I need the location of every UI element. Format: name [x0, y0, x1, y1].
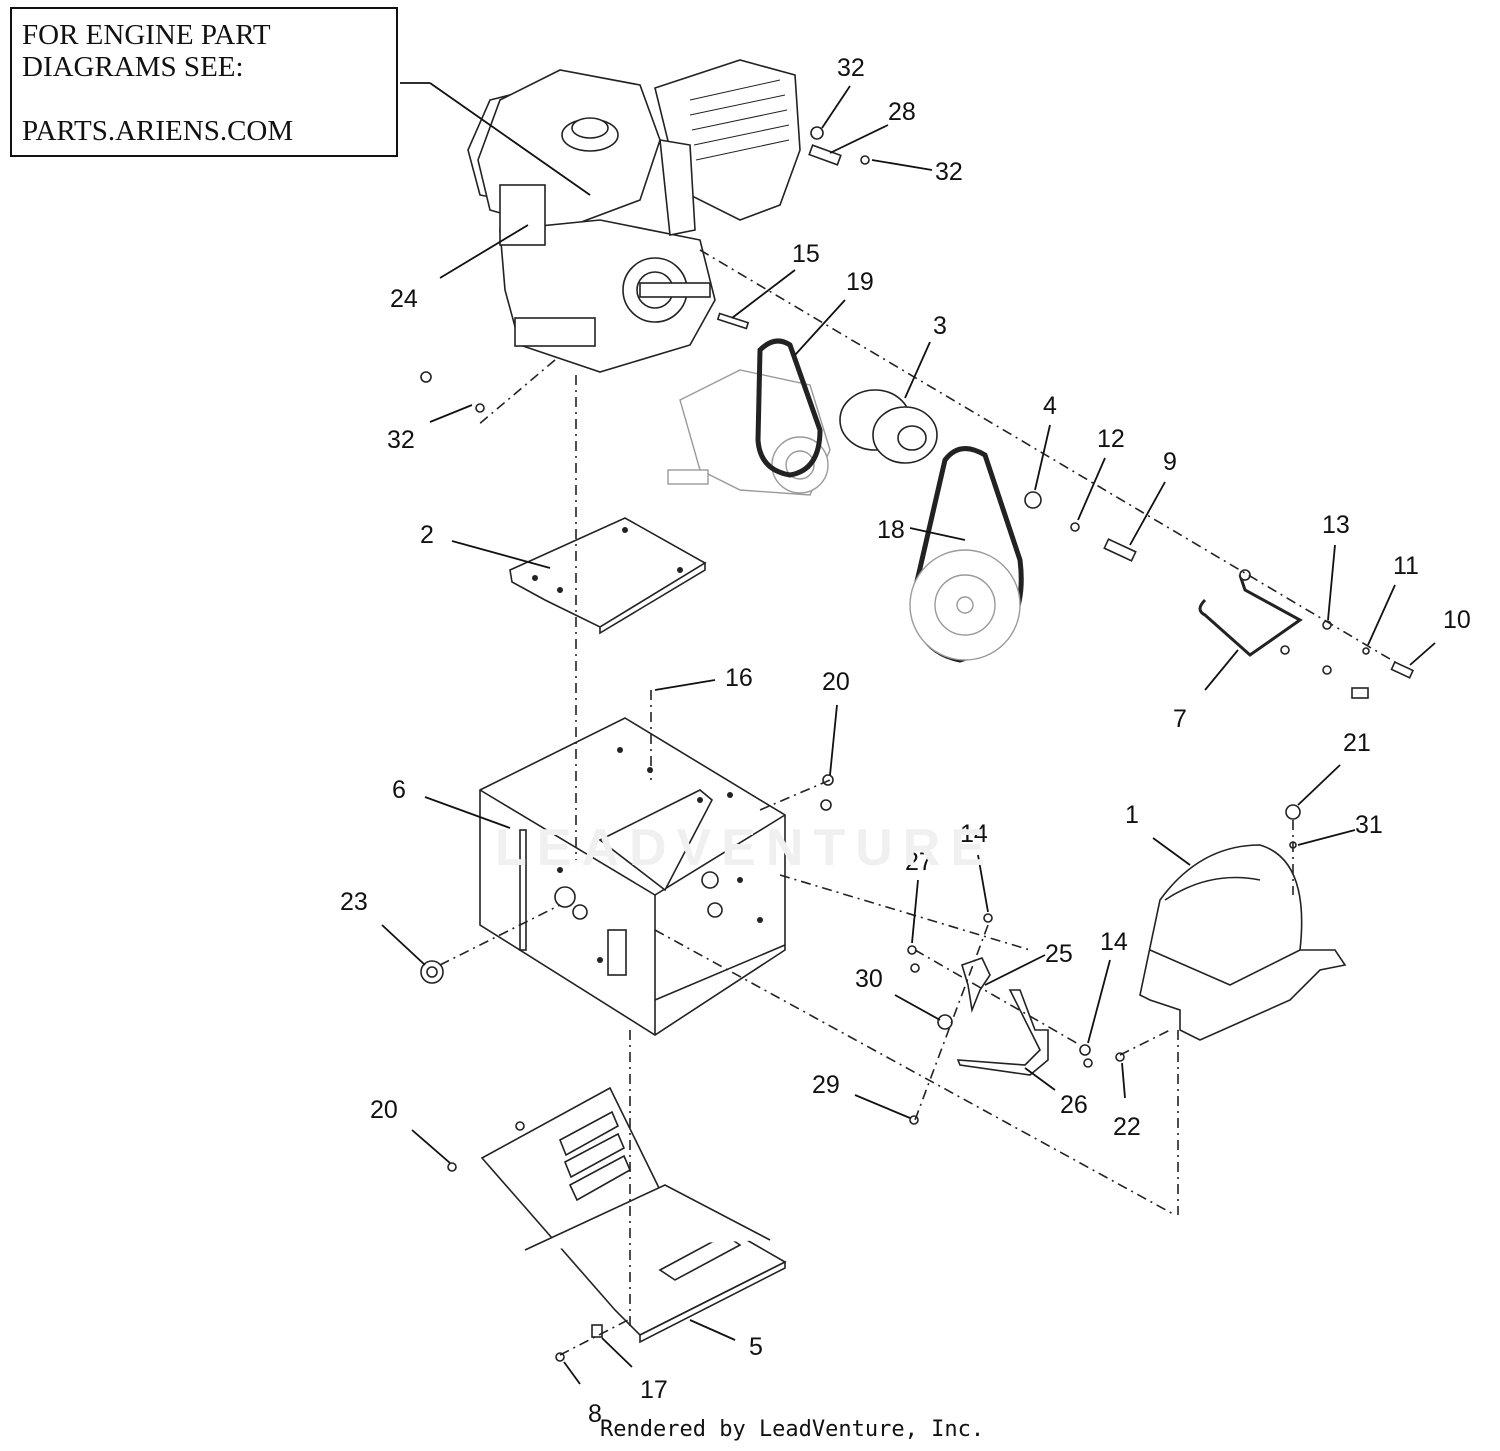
pulley-3: [839, 389, 938, 464]
callout-2: 2: [420, 521, 434, 549]
transmission-gray: [667, 369, 831, 496]
callout-25: 25: [1045, 940, 1073, 968]
mount-plate-2: [509, 517, 707, 628]
callout-21: 21: [1343, 729, 1371, 757]
callout-14-top: 14: [960, 820, 988, 848]
callout-22: 22: [1113, 1113, 1141, 1141]
engine-note-box: FOR ENGINE PART DIAGRAMS SEE: PARTS.ARIE…: [10, 7, 398, 157]
leader-lines: [381, 82, 1436, 1385]
callout-14-right: 14: [1100, 928, 1128, 956]
bracket-25: [961, 957, 991, 1013]
callout-6: 6: [392, 776, 406, 804]
assembly-lines: [439, 249, 1401, 1356]
callout-15: 15: [792, 240, 820, 268]
bottom-plate-5: [480, 1086, 787, 1344]
engine-assembly: [467, 59, 801, 373]
callout-32-top: 32: [837, 54, 865, 82]
callout-1: 1: [1125, 801, 1139, 829]
callout-24: 24: [390, 285, 418, 313]
note-line-1: FOR ENGINE PART: [22, 19, 271, 51]
callout-20-top: 20: [822, 668, 850, 696]
belt-pulley-18: [909, 446, 1024, 663]
callout-23: 23: [340, 888, 368, 916]
callout-17: 17: [640, 1376, 668, 1404]
callout-26: 26: [1060, 1091, 1088, 1119]
callout-32-left: 32: [387, 426, 415, 454]
watermark: LEADVENTURE: [495, 819, 996, 877]
bracket-7: [1198, 574, 1303, 657]
callout-32-right: 32: [935, 158, 963, 186]
callout-8: 8: [588, 1400, 602, 1428]
callout-10: 10: [1443, 606, 1471, 634]
callout-27: 27: [905, 848, 933, 876]
callout-labels: 32 28 32 15 19 3 24 32 4 12 9 18 13 11 1…: [340, 54, 1471, 1428]
callout-31: 31: [1355, 811, 1383, 839]
callout-13: 13: [1322, 511, 1350, 539]
note-line-3: PARTS.ARIENS.COM: [22, 115, 294, 147]
note-line-blank: [22, 83, 396, 115]
callout-28: 28: [888, 98, 916, 126]
callout-30: 30: [855, 965, 883, 993]
note-line-2: DIAGRAMS SEE:: [22, 51, 244, 83]
callout-5: 5: [749, 1333, 763, 1361]
callout-16: 16: [725, 664, 753, 692]
callout-9: 9: [1163, 448, 1177, 476]
callout-20-bottom: 20: [370, 1096, 398, 1124]
callout-7: 7: [1173, 705, 1187, 733]
callout-29: 29: [812, 1071, 840, 1099]
callout-3: 3: [933, 312, 947, 340]
callout-11: 11: [1393, 552, 1419, 580]
frame-6: [479, 717, 786, 1036]
callout-19: 19: [846, 268, 874, 296]
footer-credit: Rendered by LeadVenture, Inc.: [600, 1417, 985, 1442]
callout-4: 4: [1043, 392, 1057, 420]
callout-18: 18: [877, 516, 905, 544]
callout-12: 12: [1097, 425, 1125, 453]
belt-guard-1: [1139, 844, 1347, 1041]
belt-19: [755, 338, 823, 478]
